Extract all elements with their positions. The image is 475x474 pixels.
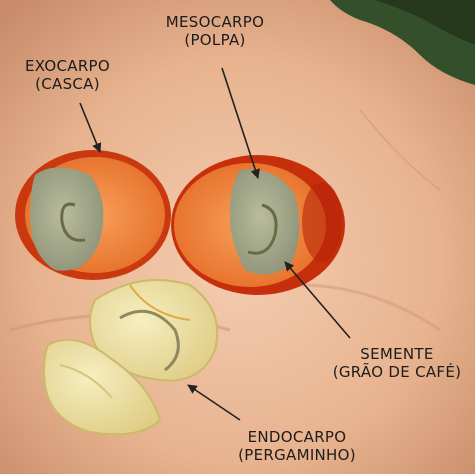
exocarpo-label: EXOCARPO (CASCA) [5, 57, 130, 93]
endocarpo-label: ENDOCARPO (PERGAMINHO) [222, 428, 372, 464]
semente-label-line2: (GRÃO DE CAFÉ) [322, 363, 472, 381]
mesocarpo-label-line1: MESOCARPO [150, 13, 280, 31]
mesocarpo-label: MESOCARPO (POLPA) [150, 13, 280, 49]
exocarpo-label-line1: EXOCARPO [5, 57, 130, 75]
left-seed [30, 168, 103, 271]
semente-label: SEMENTE (GRÃO DE CAFÉ) [322, 345, 472, 381]
endocarpo-label-line1: ENDOCARPO [222, 428, 372, 446]
endocarpo-label-line2: (PERGAMINHO) [222, 446, 372, 464]
semente-label-line1: SEMENTE [322, 345, 472, 363]
left-cherry-half [15, 150, 171, 280]
exocarpo-label-line2: (CASCA) [5, 75, 130, 93]
mesocarpo-label-line2: (POLPA) [150, 31, 280, 49]
